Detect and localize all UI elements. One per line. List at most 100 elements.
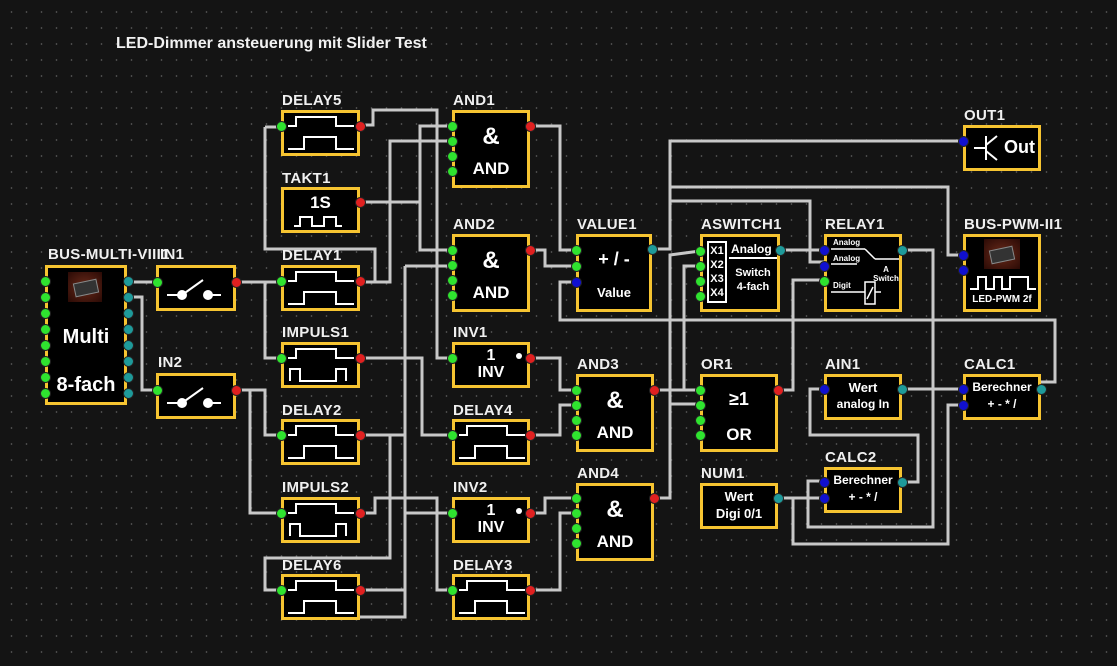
out1-block[interactable]: Out [963,125,1041,171]
connector-pin[interactable] [525,353,536,364]
calc2-block[interactable]: Berechner + - * / [824,467,902,513]
in1-switch-block[interactable] [156,265,236,311]
connector-pin[interactable] [355,121,366,132]
connector-pin[interactable] [123,372,134,383]
wire[interactable] [530,124,576,252]
connector-pin[interactable] [695,430,706,441]
num1-block[interactable]: Wert Digi 0/1 [700,483,778,529]
connector-pin[interactable] [649,493,660,504]
bus-pwm-block[interactable]: LED-PWM 2f [963,234,1041,312]
connector-pin[interactable] [40,276,51,287]
wire[interactable] [530,356,576,392]
connector-pin[interactable] [123,292,134,303]
wire[interactable] [248,390,280,515]
aswitch1-block[interactable]: X1 X2 X3 X4 Analog Switch 4-fach [700,234,780,312]
connector-pin[interactable] [123,324,134,335]
bus-multi-block[interactable]: Multi 8-fach [45,265,127,405]
connector-pin[interactable] [695,276,706,287]
delay1-block[interactable] [281,265,360,311]
connector-pin[interactable] [525,585,536,596]
connector-pin[interactable] [773,385,784,396]
wire[interactable] [670,185,964,257]
connector-pin[interactable] [123,308,134,319]
connector-pin[interactable] [123,356,134,367]
connector-pin[interactable] [897,477,908,488]
connector-pin[interactable] [571,430,582,441]
inv2-block[interactable]: 1 INV [452,497,530,543]
connector-pin[interactable] [231,277,242,288]
connector-pin[interactable] [897,384,908,395]
connector-pin[interactable] [695,261,706,272]
wire[interactable] [418,202,455,252]
wire[interactable] [360,511,455,592]
connector-pin[interactable] [123,276,134,287]
in2-switch-block[interactable] [156,373,236,419]
connector-pin[interactable] [525,245,536,256]
connector-pin[interactable] [695,400,706,411]
wire[interactable] [360,108,455,360]
connector-pin[interactable] [958,384,969,395]
connector-pin[interactable] [355,197,366,208]
connector-pin[interactable] [647,244,658,255]
connector-pin[interactable] [40,372,51,383]
delay2-block[interactable] [281,419,360,465]
connector-pin[interactable] [695,291,706,302]
connector-pin[interactable] [525,430,536,441]
wire[interactable] [652,402,700,500]
connector-pin[interactable] [355,276,366,287]
connector-pin[interactable] [40,292,51,303]
connector-pin[interactable] [447,290,458,301]
wire[interactable] [360,496,455,592]
wire[interactable] [530,248,576,268]
delay6-block[interactable] [281,574,360,620]
connector-pin[interactable] [571,245,582,256]
connector-pin[interactable] [40,340,51,351]
connector-pin[interactable] [447,585,458,596]
connector-pin[interactable] [276,121,287,132]
wire[interactable] [530,496,576,515]
connector-pin[interactable] [152,385,163,396]
connector-pin[interactable] [447,121,458,132]
connector-pin[interactable] [152,277,163,288]
wire[interactable] [530,511,576,592]
wire[interactable] [558,280,1057,384]
wire[interactable] [652,139,964,251]
connector-pin[interactable] [958,265,969,276]
connector-pin[interactable] [276,585,287,596]
connector-pin[interactable] [571,400,582,411]
connector-pin[interactable] [40,308,51,319]
connector-pin[interactable] [775,245,786,256]
connector-pin[interactable] [819,261,830,272]
wire[interactable] [682,264,700,390]
connector-pin[interactable] [525,508,536,519]
connector-pin[interactable] [447,136,458,147]
wire[interactable] [360,139,455,284]
impuls2-block[interactable] [281,497,360,543]
connector-pin[interactable] [571,277,582,288]
wire[interactable] [263,433,392,592]
connector-pin[interactable] [231,385,242,396]
wire[interactable] [128,295,158,392]
connector-pin[interactable] [355,430,366,441]
connector-pin[interactable] [123,340,134,351]
and1-gate[interactable]: & AND [452,110,530,188]
connector-pin[interactable] [1036,384,1047,395]
connector-pin[interactable] [819,493,830,504]
and3-gate[interactable]: & AND [576,374,654,452]
connector-pin[interactable] [773,493,784,504]
wire[interactable] [390,320,407,437]
connector-pin[interactable] [819,477,830,488]
connector-pin[interactable] [958,400,969,411]
relay1-block[interactable]: Analog Analog Digit A Switch [824,234,902,312]
connector-pin[interactable] [447,166,458,177]
connector-pin[interactable] [958,136,969,147]
connector-pin[interactable] [695,246,706,257]
connector-pin[interactable] [447,275,458,286]
connector-pin[interactable] [40,324,51,335]
connector-pin[interactable] [123,388,134,399]
wire[interactable] [668,249,701,404]
connector-pin[interactable] [447,430,458,441]
takt1-block[interactable]: 1S [281,187,360,233]
connector-pin[interactable] [447,508,458,519]
